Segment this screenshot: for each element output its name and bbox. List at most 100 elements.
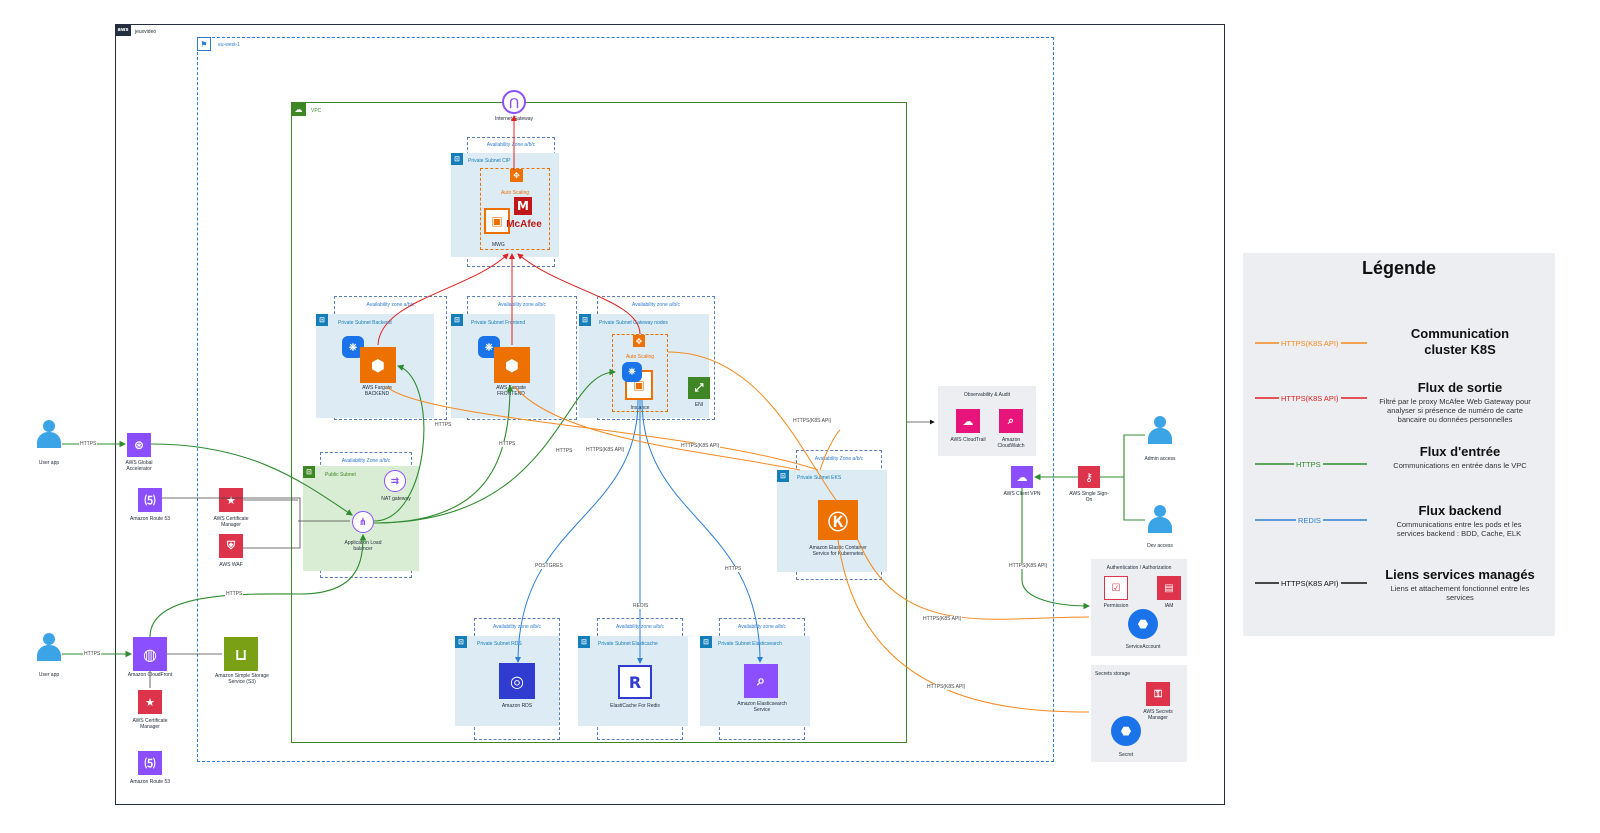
private-subnet-cache-label: Private Subnet Elasticache	[598, 641, 658, 647]
admin-access-icon	[1147, 416, 1173, 448]
admin-access-label: Admin access	[1144, 456, 1176, 462]
link-label: HTTPS(K8S API)	[792, 418, 833, 424]
cert-manager-1-label: AWS Certificate Manager	[213, 516, 249, 528]
az-top-label: Availability Zone a/b/c	[486, 142, 536, 148]
kubernetes-node-icon: ⎈	[622, 362, 642, 382]
global-accelerator-label: AWS Global Accelerator	[125, 460, 153, 472]
auto-scaling-icon: ✥	[633, 335, 645, 347]
region-group	[197, 37, 1054, 762]
link-label: HTTPS(K8S API)	[922, 616, 963, 622]
eni-icon: ⤢	[688, 377, 710, 399]
eni-label: ENI	[694, 402, 704, 408]
rds-icon: ◎	[499, 663, 535, 699]
legend-title: Légende	[1361, 258, 1436, 278]
service-account-label: ServiceAccount	[1125, 644, 1161, 650]
iam-icon: ▤	[1157, 576, 1181, 600]
service-account-icon: ⬣	[1128, 609, 1158, 639]
secret-icon: ⬣	[1111, 716, 1141, 746]
secret-label: Secret	[1118, 752, 1134, 758]
s3-label: Amazon Simple Storage Service (S3)	[215, 673, 269, 685]
legend-item-title: Flux backend	[1418, 503, 1502, 518]
link-label: HTTPS	[555, 448, 574, 454]
alb-label: Application Load balancer	[344, 540, 382, 552]
lock-icon: ⊡	[303, 466, 315, 478]
permission-label: Permission	[1103, 603, 1129, 609]
vpc-label: VPC	[311, 108, 322, 114]
dev-access-label: Dev access	[1147, 543, 1173, 549]
fargate-frontend-icon: ⬢	[494, 347, 530, 383]
nat-gateway-label: NAT gateway	[381, 496, 411, 502]
sso-label: AWS Single Sign-On	[1069, 491, 1109, 503]
internet-gateway-icon: ⋂	[502, 90, 526, 114]
link-label: HTTPS	[498, 441, 517, 447]
ec2-chip-icon: ▣	[484, 208, 510, 234]
dev-access-icon	[1147, 505, 1173, 537]
link-label: POSTGRES	[534, 563, 564, 569]
cloudtrail-icon: ☁	[956, 409, 980, 433]
legend-line-label: HTTPS(K8S API)	[1279, 339, 1341, 348]
auto-scaling-top-group	[480, 168, 550, 250]
secrets-manager-label: AWS Secrets Manager	[1143, 709, 1173, 721]
observability-title: Observability & Audit	[963, 392, 1011, 398]
secrets-title: Secrets storage	[1095, 671, 1131, 677]
az-cache-label: Availability zone a/b/c	[616, 624, 664, 630]
link-label: HTTPS(K8S API)	[585, 447, 626, 453]
private-subnet-rds-label: Private Subnet RDS	[477, 641, 522, 647]
cloudfront-label: Amazon CloudFront	[127, 672, 173, 678]
sso-icon: ⚷	[1078, 466, 1100, 488]
instance-label: Instance	[630, 405, 650, 411]
legend-line-label: HTTPS(K8S API)	[1279, 579, 1341, 588]
legend-item-desc: Filtré par le proxy McAfee Web Gateway p…	[1379, 397, 1531, 424]
az-eks-label: Availability Zone a/b/c	[814, 456, 864, 462]
lock-icon: ⊡	[451, 314, 463, 326]
redis-label: ElastiCache For Redis	[610, 703, 660, 709]
link-label: HTTPS(K8S API)	[680, 443, 721, 449]
s3-bucket-icon: ⊔	[224, 637, 258, 671]
route53-2-icon: ⑸	[138, 751, 162, 775]
internet-gateway-label: Internet Gateway	[494, 116, 534, 122]
az-rds-label: Availability zone a/b/c	[493, 624, 541, 630]
fargate-backend-icon: ⬢	[360, 347, 396, 383]
lock-icon: ⊡	[578, 636, 590, 648]
link-label: HTTPS	[434, 422, 453, 428]
private-subnet-cip-label: Private Subnet CIP	[468, 158, 511, 164]
auto-scaling-icon: ✥	[510, 169, 523, 182]
nat-gateway-icon: ⇉	[384, 470, 406, 492]
fargate-frontend-label: AWS Fargate FRONTEND	[496, 385, 526, 397]
waf-label: AWS WAF	[219, 562, 243, 568]
legend-item-title: Liens services managés	[1385, 567, 1535, 582]
az-backend-label: Availability zone a/b/c	[366, 302, 415, 308]
legend-line-label: HTTPS	[1294, 460, 1323, 469]
fargate-backend-label: AWS Fargate BACKEND	[362, 385, 392, 397]
legend-line-label: HTTPS(K8S API)	[1279, 394, 1341, 403]
mwg-label: MWG	[492, 242, 505, 248]
mcafee-label: McAfee	[506, 219, 542, 230]
vpc-group	[291, 102, 907, 743]
auto-scaling-mid-label: Auto Scaling	[625, 354, 655, 360]
legend-item-desc: Communications en entrée dans le VPC	[1393, 461, 1527, 470]
auth-title: Authentication / Authorization	[1106, 565, 1172, 571]
link-label: HTTPS	[79, 441, 98, 447]
cloudfront-icon: ◍	[133, 637, 167, 671]
lock-icon: ⊡	[316, 314, 328, 326]
es-label: Amazon Elasticsearch Service	[737, 701, 787, 713]
cloudtrail-label: AWS CloudTrail	[950, 437, 986, 443]
route53-2-label: Amazon Route 53	[129, 779, 171, 785]
eks-label: Amazon Elastic Container Service for Kub…	[809, 545, 867, 557]
user-app-2-icon	[36, 633, 62, 665]
legend-item-title: Communication cluster K8S	[1410, 326, 1510, 357]
lock-icon: ⊡	[451, 153, 463, 165]
permission-icon: ☑	[1104, 576, 1128, 600]
aws-cloud-label: jeuxvideo	[135, 29, 157, 35]
legend-item-desc: Communications entre les pods et les ser…	[1396, 520, 1522, 538]
link-label: HTTPS	[83, 651, 102, 657]
private-subnet-es-label: Private Subnet Elasticsearch	[718, 641, 782, 647]
link-label: HTTPS(K8S API)	[926, 684, 967, 690]
legend-item-title: Flux d'entrée	[1419, 444, 1501, 459]
route53-1-icon: ⑸	[138, 488, 162, 512]
secrets-manager-icon: ⚿	[1146, 682, 1170, 706]
lock-icon: ⊡	[700, 636, 712, 648]
cloudwatch-label: Amazon CloudWatch	[997, 437, 1025, 449]
cloudwatch-icon: ⌕	[999, 409, 1023, 433]
az-public-label: Availability Zone a/b/c	[341, 458, 391, 464]
